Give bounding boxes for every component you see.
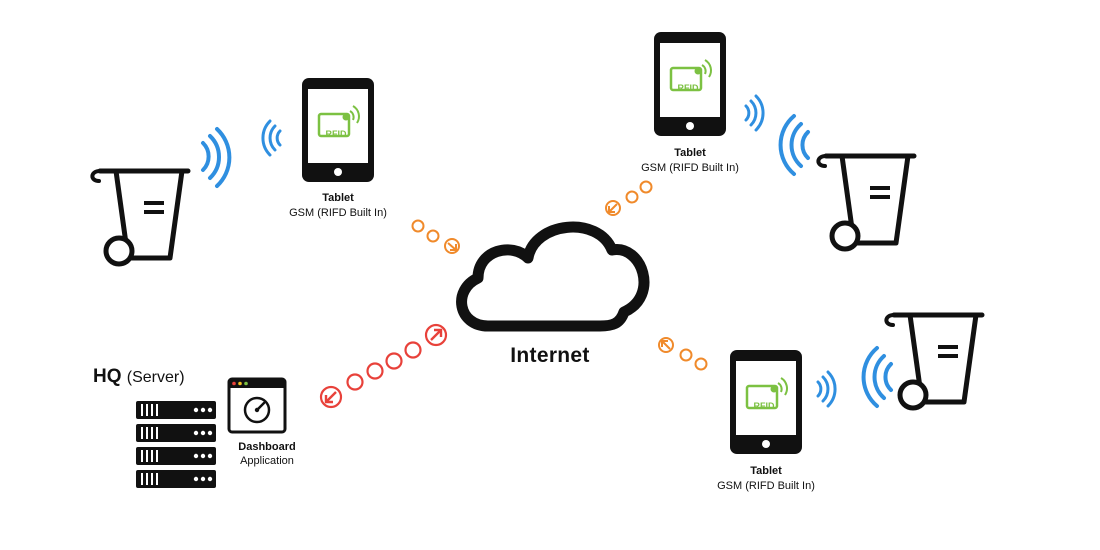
internet-label: Internet — [510, 344, 590, 367]
rfid-badge-text: RFID — [326, 129, 347, 139]
tablet-title: Tablet — [750, 465, 782, 477]
tablet-label: Tablet GSM (RIFD Built In) — [238, 191, 438, 221]
server-rack-icon — [136, 401, 216, 488]
hq-subtitle: (Server) — [126, 369, 185, 386]
hq-label: HQ (Server) — [93, 366, 185, 388]
dashboard-subtitle: Application — [240, 455, 294, 467]
dashboard-title: Dashboard — [238, 441, 296, 453]
trash-bin-icon — [818, 156, 914, 249]
rfid-badge-text: RFID — [754, 401, 775, 411]
rfid-badge-text: RFID — [678, 83, 699, 93]
hq-title: HQ — [93, 366, 122, 387]
tablet-label: Tablet GSM (RIFD Built In) — [590, 146, 790, 176]
tablet-subtitle: GSM (RIFD Built In) — [289, 207, 387, 219]
trash-bin-icon — [886, 315, 982, 408]
tablet-subtitle: GSM (RIFD Built In) — [641, 162, 739, 174]
wifi-waves-icon — [201, 94, 893, 408]
trash-bin-icon — [92, 171, 188, 264]
data-link-tablet2 — [605, 180, 653, 216]
dashboard-window-icon — [227, 377, 287, 434]
tablet-title: Tablet — [674, 147, 706, 159]
data-link-server — [319, 323, 448, 409]
tablet-subtitle: GSM (RIFD Built In) — [717, 480, 815, 492]
data-link-tablet1 — [411, 219, 460, 254]
tablet-title: Tablet — [322, 192, 354, 204]
tablet-label: Tablet GSM (RIFD Built In) — [666, 464, 866, 494]
data-link-tablet3 — [658, 337, 708, 371]
dashboard-label: Dashboard Application — [217, 440, 317, 468]
cloud-icon — [456, 221, 650, 332]
